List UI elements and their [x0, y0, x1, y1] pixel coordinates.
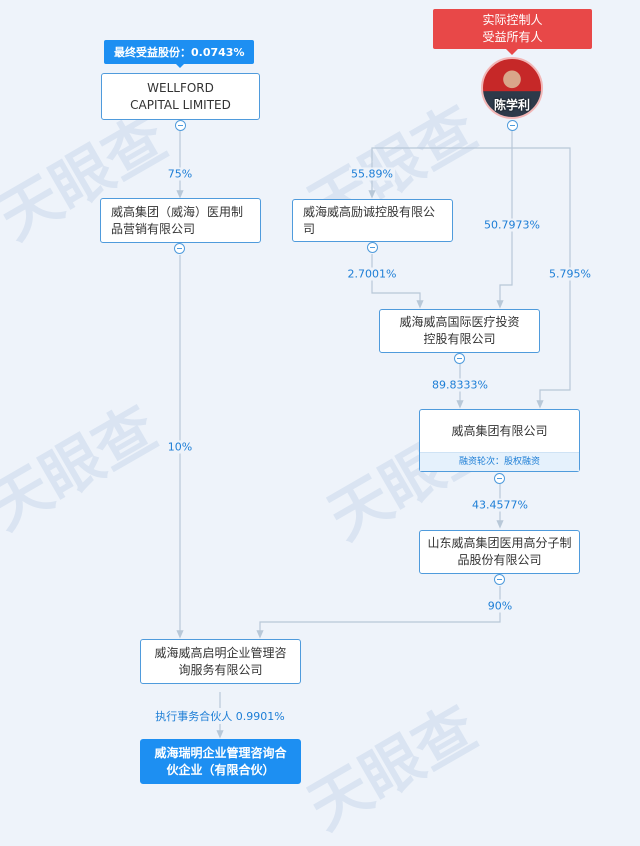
node-label: 威高集团（威海）医用制品营销有限公司: [111, 204, 254, 238]
node-label: 威海威高国际医疗投资控股有限公司: [395, 314, 525, 348]
financing-round-label[interactable]: 融资轮次：股权融资: [420, 452, 579, 471]
node-label: 威海瑞明企业管理咨询合伙企业（有限合伙）: [151, 745, 291, 779]
collapse-icon[interactable]: [507, 120, 518, 131]
beneficial-owner-label: 受益所有人: [433, 29, 592, 46]
node-label: WELLFORD CAPITAL LIMITED: [126, 80, 236, 114]
edge-label: 43.4577%: [470, 499, 530, 512]
edge-label: 2.7001%: [346, 268, 399, 281]
edge-label: 75%: [166, 168, 194, 181]
collapse-icon[interactable]: [494, 574, 505, 585]
node-weigao-group[interactable]: 威高集团有限公司 融资轮次：股权融资: [419, 409, 580, 472]
node-label: 威海威高励诚控股有限公司: [303, 204, 446, 238]
node-label: 威海威高启明企业管理咨询服务有限公司: [151, 645, 291, 679]
actual-controller-badge: 实际控制人 受益所有人: [433, 9, 592, 49]
node-wellford-capital[interactable]: WELLFORD CAPITAL LIMITED: [101, 73, 260, 120]
edge-label: 90%: [486, 600, 514, 613]
collapse-icon[interactable]: [174, 243, 185, 254]
collapse-icon[interactable]: [494, 473, 505, 484]
edge-label: 5.795%: [547, 268, 593, 281]
ultimate-share-badge: 最终受益股份：0.0743%: [104, 40, 254, 64]
edge-label: 10%: [166, 441, 194, 454]
controller-label: 实际控制人: [433, 12, 592, 29]
node-weihai-lizheng[interactable]: 威海威高励诚控股有限公司: [292, 199, 453, 242]
ultimate-share-badge-pointer: [174, 62, 186, 68]
edge-label: 55.89%: [349, 168, 395, 181]
controller-badge-pointer: [506, 49, 518, 55]
person-name: 陈学利: [483, 96, 541, 113]
collapse-icon[interactable]: [175, 120, 186, 131]
node-shandong-weigao[interactable]: 山东威高集团医用高分子制品股份有限公司: [419, 530, 580, 574]
person-avatar[interactable]: 陈学利: [481, 57, 543, 119]
collapse-icon[interactable]: [367, 242, 378, 253]
node-weihai-qiming[interactable]: 威海威高启明企业管理咨询服务有限公司: [140, 639, 301, 684]
node-label: 威高集团有限公司: [445, 410, 553, 452]
collapse-icon[interactable]: [454, 353, 465, 364]
ownership-edges: [0, 0, 640, 800]
node-label: 山东威高集团医用高分子制品股份有限公司: [427, 535, 572, 569]
node-weigao-yingxiao[interactable]: 威高集团（威海）医用制品营销有限公司: [100, 198, 261, 243]
edge-label: 50.7973%: [482, 219, 542, 232]
edge-label: 执行事务合伙人 0.9901%: [153, 708, 286, 724]
node-weihai-ruiming[interactable]: 威海瑞明企业管理咨询合伙企业（有限合伙）: [140, 739, 301, 784]
node-weihai-guoji[interactable]: 威海威高国际医疗投资控股有限公司: [379, 309, 540, 353]
edge-shandong-qiming: [260, 586, 500, 635]
edge-label: 89.8333%: [430, 379, 490, 392]
